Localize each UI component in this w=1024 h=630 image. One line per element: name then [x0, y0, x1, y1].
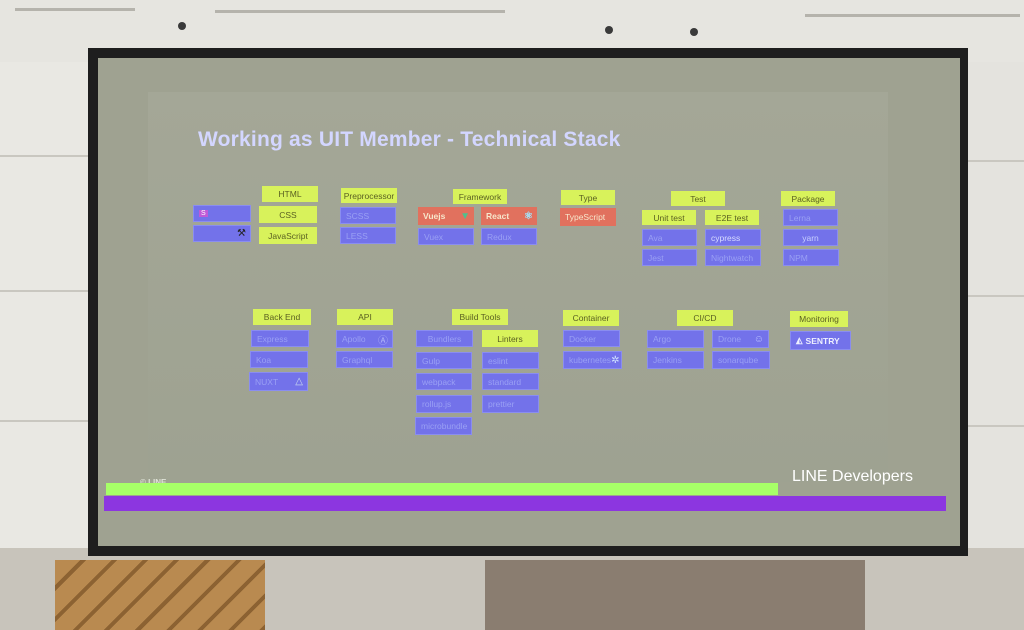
ceiling-vent	[15, 8, 135, 11]
item-nightwatch: Nightwatch	[705, 249, 761, 266]
ceiling-vent	[215, 10, 505, 13]
subcategory-e2e-test: E2E test	[705, 210, 759, 225]
item-sonarqube: sonarqube	[712, 351, 770, 369]
tool-box-styled: S	[193, 205, 251, 222]
ceiling-light	[605, 26, 613, 34]
item-express: Express	[251, 330, 309, 347]
item-argo: Argo	[647, 330, 704, 348]
item-vuejs: Vuejs▼	[418, 207, 474, 225]
kubernetes-logo-icon: ✲	[611, 354, 620, 366]
footer-logo: © LINE	[140, 478, 166, 487]
item-typescript: TypeScript	[560, 208, 616, 226]
category-back-end: Back End	[253, 309, 311, 325]
item-cypress: cypress	[705, 229, 761, 246]
item-jenkins: Jenkins	[647, 351, 704, 369]
item-prettier: prettier	[482, 395, 539, 413]
item-redux: Redux	[481, 228, 537, 245]
hammer-icon: ⚒	[237, 228, 246, 239]
door	[485, 560, 865, 630]
brand-logo: LINE Developers	[792, 468, 913, 485]
item-yarn: yarn	[783, 229, 838, 246]
vue-logo-icon: ▼	[460, 210, 470, 222]
item-rollup: rollup.js	[416, 395, 472, 413]
react-logo-icon: ⚛	[524, 210, 533, 222]
wood-decoration	[55, 560, 265, 630]
item-jest: Jest	[642, 249, 697, 266]
item-graphql: Graphql	[336, 351, 393, 368]
category-package: Package	[781, 191, 835, 206]
ceiling-vent	[805, 14, 1020, 17]
item-microbundle: microbundle	[415, 417, 472, 435]
item-eslint: eslint	[482, 352, 539, 369]
accent-bar-green	[106, 483, 778, 495]
item-gulp: Gulp	[416, 352, 472, 369]
ceiling-light	[690, 28, 698, 36]
item-sentry: ◭SENTRY	[790, 331, 851, 350]
item-standard: standard	[482, 373, 539, 390]
subcategory-bundlers: Bundlers	[416, 330, 473, 347]
slide-area	[148, 92, 888, 482]
subcategory-linters: Linters	[482, 330, 538, 347]
logo-mark-icon: S	[199, 210, 208, 217]
item-npm: NPM	[783, 249, 839, 266]
category-api: API	[337, 309, 393, 325]
item-lerna: Lerna	[783, 209, 838, 226]
item-docker: Docker	[563, 330, 620, 347]
category-framework: Framework	[453, 189, 507, 204]
item-vuex: Vuex	[418, 228, 474, 245]
tool-box-tool: ⚒	[193, 225, 251, 242]
category-container: Container	[563, 310, 619, 326]
wall-seam	[0, 155, 130, 157]
category-cicd: CI/CD	[677, 310, 733, 326]
item-webpack: webpack	[416, 373, 472, 390]
item-css: CSS	[259, 206, 317, 223]
category-type: Type	[561, 190, 615, 205]
item-nuxt: NUXT△	[249, 372, 308, 391]
slide-title: Working as UIT Member - Technical Stack	[198, 128, 621, 151]
ceiling-light	[178, 22, 186, 30]
category-test: Test	[671, 191, 725, 206]
apollo-logo-icon: Ⓐ	[378, 335, 388, 347]
item-koa: Koa	[250, 351, 308, 368]
wall-seam	[0, 290, 130, 292]
accent-bar-purple	[104, 496, 946, 511]
category-preprocessor: Preprocessor	[341, 188, 397, 203]
item-javascript: JavaScript	[259, 227, 317, 244]
sentry-logo-icon: ◭	[796, 335, 803, 345]
category-build-tools: Build Tools	[452, 309, 508, 325]
subcategory-unit-test: Unit test	[642, 210, 696, 225]
item-scss: SCSS	[340, 207, 396, 224]
wall-seam	[0, 420, 130, 422]
item-react: React⚛	[481, 207, 537, 225]
nuxt-logo-icon: △	[295, 376, 303, 387]
item-drone: Drone☺	[712, 330, 769, 348]
category-html: HTML	[262, 186, 318, 202]
item-ava: Ava	[642, 229, 697, 246]
drone-logo-icon: ☺	[753, 333, 764, 345]
category-monitoring: Monitoring	[790, 311, 848, 327]
item-less: LESS	[340, 227, 396, 244]
item-kubernetes: kubernetes✲	[563, 351, 622, 369]
